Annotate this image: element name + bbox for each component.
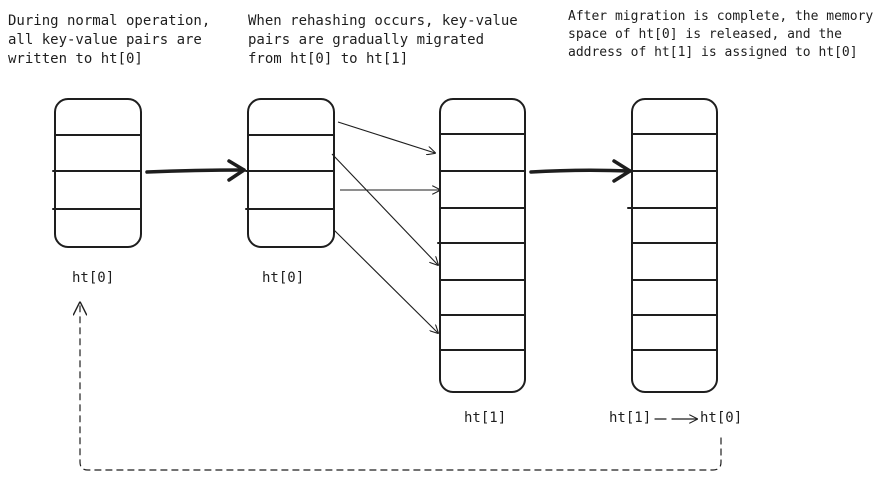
hash-table-ht0-normal <box>52 98 142 248</box>
migration-arrows <box>331 121 440 333</box>
migration-arrow <box>333 229 438 333</box>
hash-table-ht1 <box>437 98 526 393</box>
migration-arrow <box>331 153 438 265</box>
caption-rehashing: When rehashing occurs, key-value pairs a… <box>248 13 518 67</box>
label-ht0-target: ht[0] <box>700 410 743 426</box>
caption-normal-operation: During normal operation, all key-value p… <box>8 13 211 67</box>
caption-migration-complete: After migration is complete, the memory … <box>568 9 874 60</box>
label-ht0-normal: ht[0] <box>72 270 115 286</box>
label-ht1-source: ht[1] <box>609 410 652 426</box>
loop-back-dashed-arrow <box>80 303 722 471</box>
hash-table-resulting <box>627 98 718 393</box>
arrow-rehash-to-complete <box>529 159 632 183</box>
hash-table-ht0-rehashing <box>245 98 335 248</box>
label-ht1: ht[1] <box>464 410 507 426</box>
arrow-normal-to-rehash <box>145 159 246 182</box>
label-ht0-rehashing: ht[0] <box>262 270 305 286</box>
migration-arrow <box>337 121 435 153</box>
